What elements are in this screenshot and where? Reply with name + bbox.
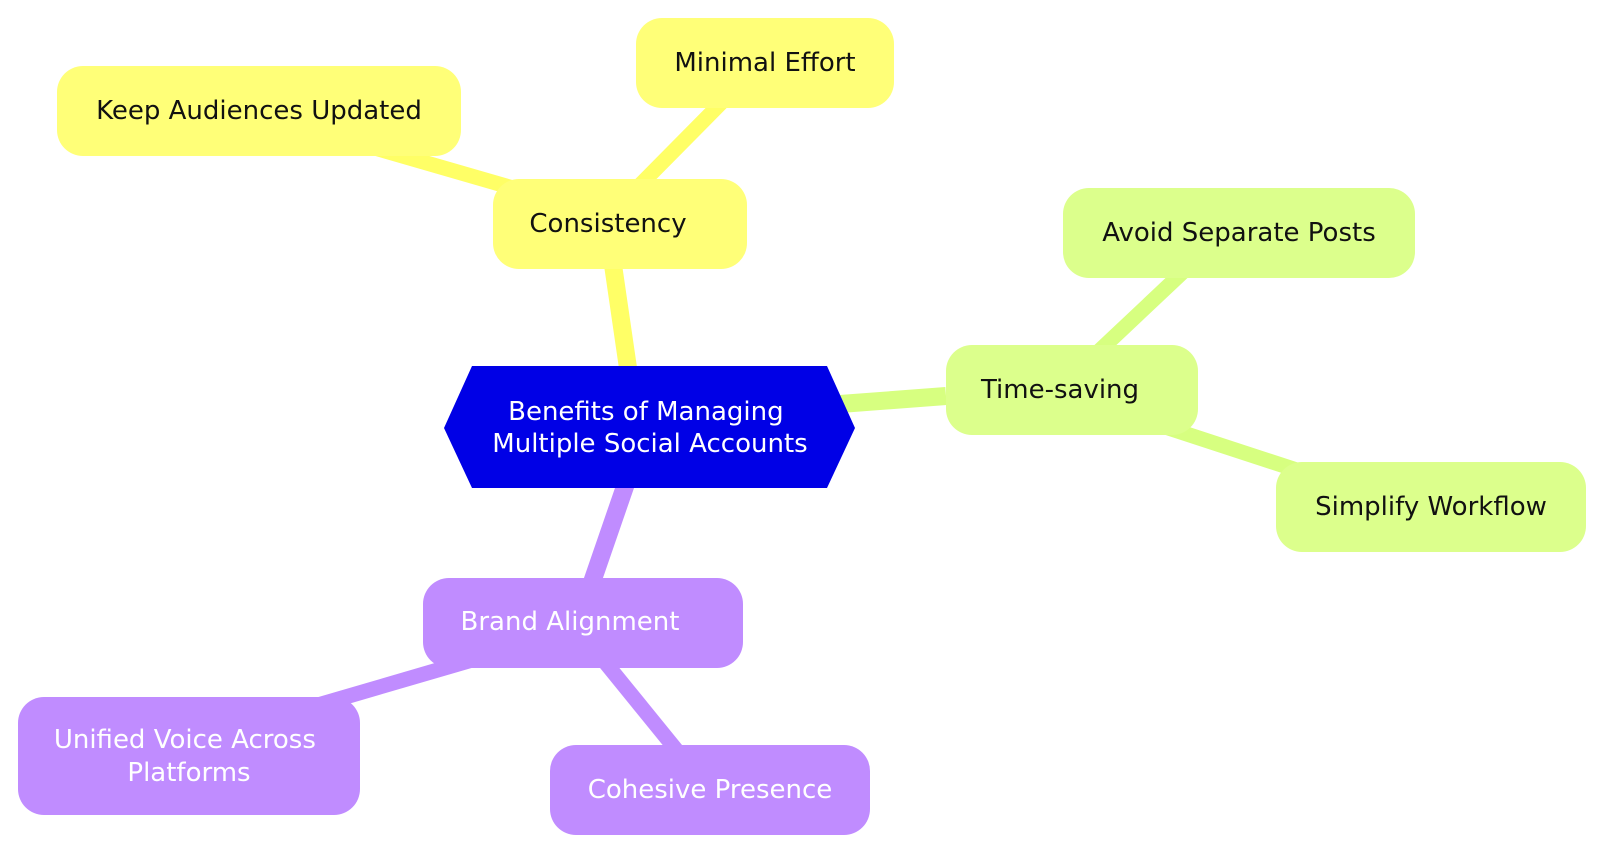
node-cohesive-presence-box xyxy=(550,745,870,835)
node-time-saving-label: Time-saving xyxy=(980,375,1139,405)
edge-consistency-minimal-effort xyxy=(634,92,732,191)
node-keep-audiences-updated[interactable]: Keep Audiences Updated xyxy=(57,66,461,156)
edge-root-time-saving xyxy=(839,387,947,413)
node-keep-audiences-updated-box xyxy=(57,66,461,156)
root-label-line-2: Multiple Social Accounts xyxy=(492,429,807,459)
node-minimal-effort-label: Minimal Effort xyxy=(674,48,855,78)
node-unified-voice-line-1: Unified Voice Across xyxy=(54,725,316,755)
node-simplify-workflow-label: Simplify Workflow xyxy=(1315,492,1547,522)
node-unified-voice-box xyxy=(18,697,360,815)
node-unified-voice-label: Unified Voice Across Platforms xyxy=(54,725,324,788)
edge-root-brand-alignment xyxy=(581,469,639,591)
node-keep-audiences-updated-label: Keep Audiences Updated xyxy=(96,96,422,126)
node-consistency xyxy=(493,179,747,269)
branch-brand-alignment[interactable]: Brand Alignment xyxy=(423,578,743,668)
node-unified-voice[interactable]: Unified Voice Across Platforms xyxy=(18,697,360,815)
edge-root-consistency xyxy=(603,256,637,370)
branch-time-saving[interactable]: Time-saving xyxy=(946,345,1198,435)
node-unified-voice-line-2: Platforms xyxy=(127,758,250,788)
root-node[interactable]: Benefits of Managing Multiple Social Acc… xyxy=(444,366,855,488)
edge-time-saving-avoid-separate-posts xyxy=(1092,264,1191,358)
node-avoid-separate-posts-box xyxy=(1063,188,1415,278)
node-cohesive-presence-label: Cohesive Presence xyxy=(588,775,833,805)
node-minimal-effort-box xyxy=(636,18,894,108)
node-consistency-label: Consistency xyxy=(529,209,686,239)
node-brand-alignment-label: Brand Alignment xyxy=(461,607,680,637)
node-simplify-workflow-box xyxy=(1276,462,1586,552)
node-simplify-workflow[interactable]: Simplify Workflow xyxy=(1276,462,1586,552)
root-label-line-1: Benefits of Managing xyxy=(508,397,784,427)
node-avoid-separate-posts[interactable]: Avoid Separate Posts xyxy=(1063,188,1415,278)
node-avoid-separate-posts-label: Avoid Separate Posts xyxy=(1102,218,1376,248)
root-node-label: Benefits of Managing Multiple Social Acc… xyxy=(492,397,807,459)
branch-consistency[interactable]: Consistency xyxy=(493,179,747,269)
node-brand-alignment xyxy=(423,578,743,668)
root-node-hexagon xyxy=(444,366,855,488)
node-cohesive-presence[interactable]: Cohesive Presence xyxy=(550,745,870,835)
node-minimal-effort[interactable]: Minimal Effort xyxy=(636,18,894,108)
node-time-saving xyxy=(946,345,1198,435)
edge-brand-alignment-cohesive-presence xyxy=(594,651,684,757)
